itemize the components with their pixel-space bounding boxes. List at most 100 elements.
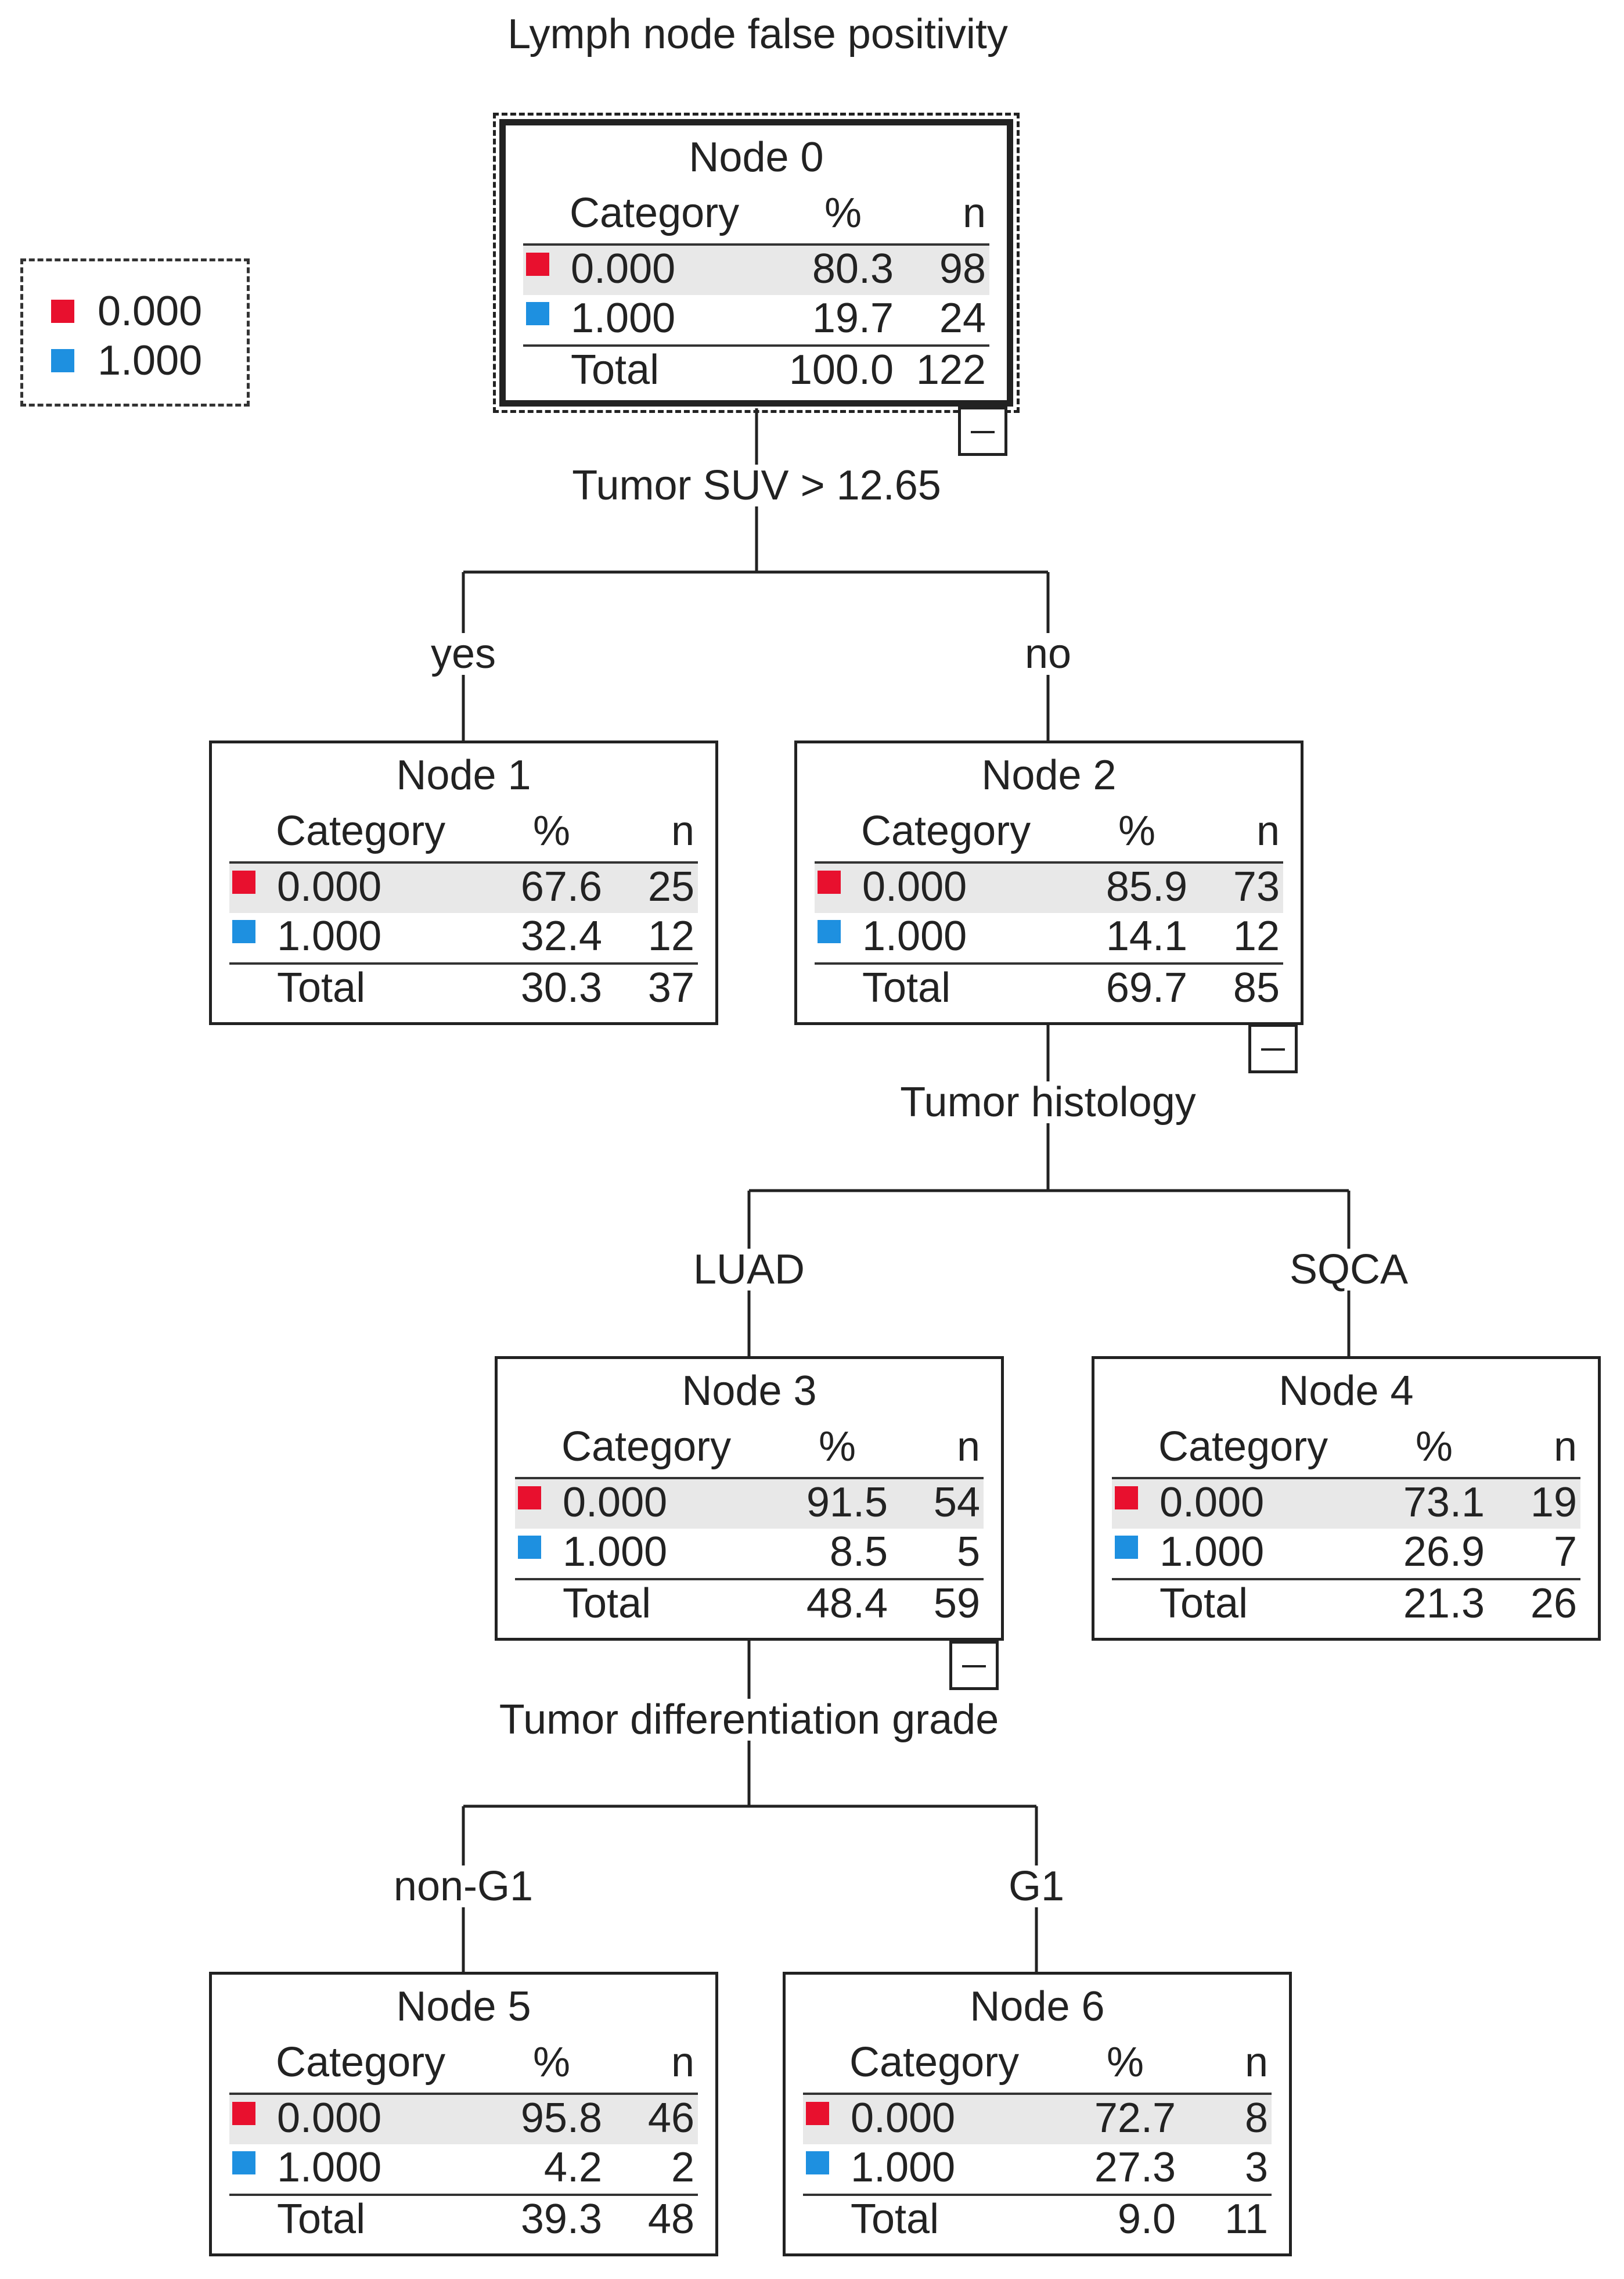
- row-category: 1.000: [277, 913, 382, 959]
- row-percent: 19.7: [812, 295, 894, 342]
- legend-label-1: 1.000: [98, 337, 203, 384]
- header-percent: %: [818, 1424, 856, 1470]
- row-n: 8: [1244, 2095, 1268, 2141]
- node-row-0: 0.000 85.9 73: [815, 864, 1283, 913]
- total-label: Total: [851, 2196, 939, 2242]
- category-swatch: [518, 1486, 541, 1509]
- category-swatch: [526, 302, 549, 325]
- row-percent: 73.1: [1403, 1479, 1485, 1526]
- row-n: 3: [1244, 2144, 1268, 2191]
- row-category: 1.000: [1160, 1529, 1265, 1575]
- legend-label-0: 0.000: [98, 288, 203, 335]
- collapse-node-3-button[interactable]: [949, 1641, 999, 1690]
- tree-node-0[interactable]: Node 0 Category % n 0.000 80.3 98 1.000 …: [493, 113, 1020, 413]
- header-percent: %: [532, 2039, 570, 2086]
- category-swatch: [818, 871, 841, 894]
- node-table-header: Category % n: [803, 2036, 1272, 2095]
- connector-node3-split: [462, 1641, 1038, 1972]
- row-percent: 26.9: [1403, 1529, 1485, 1575]
- header-category: Category: [276, 2039, 446, 2086]
- node-total-row: Total 48.4 59: [515, 1580, 984, 1630]
- row-category: 1.000: [862, 913, 967, 959]
- header-category: Category: [570, 190, 740, 236]
- total-percent: 39.3: [520, 2196, 602, 2242]
- branch-label-non-g1: non-G1: [388, 1865, 538, 1907]
- branch-label-sqca: SQCA: [1284, 1249, 1413, 1291]
- tree-node-6[interactable]: Node 6 Category % n 0.000 72.7 8 1.000 2…: [783, 1972, 1292, 2256]
- row-n: 12: [647, 913, 694, 959]
- node-title: Node 6: [970, 1983, 1105, 2030]
- legend-item-0: 0.000: [51, 287, 202, 335]
- node-total-row: Total 39.3 48: [229, 2196, 698, 2245]
- node-table: Category % n 0.000 85.9 73 1.000 14.1 12…: [815, 804, 1283, 1014]
- split-variable-1: Tumor histology: [895, 1081, 1201, 1123]
- node-table: Category % n 0.000 91.5 54 1.000 8.5 5 T…: [515, 1420, 984, 1630]
- collapse-node-0-button[interactable]: [958, 407, 1007, 456]
- node-table-header: Category % n: [523, 186, 989, 246]
- node-row-1: 1.000 4.2 2: [229, 2144, 698, 2196]
- header-percent: %: [1415, 1424, 1453, 1470]
- connector-node2-split: [747, 1024, 1351, 1356]
- tree-node-1[interactable]: Node 1 Category % n 0.000 67.6 25 1.000 …: [209, 741, 718, 1025]
- tree-node-5[interactable]: Node 5 Category % n 0.000 95.8 46 1.000 …: [209, 1972, 718, 2256]
- header-n: n: [1256, 808, 1280, 854]
- row-category: 0.000: [1160, 1479, 1265, 1526]
- selection-frame: [493, 113, 1020, 413]
- node-title: Node 4: [1279, 1368, 1414, 1414]
- total-label: Total: [571, 347, 660, 393]
- tree-node-4[interactable]: Node 4 Category % n 0.000 73.1 19 1.000 …: [1092, 1356, 1601, 1641]
- node-total-row: Total 9.0 11: [803, 2196, 1272, 2245]
- node-row-0: 0.000 67.6 25: [229, 864, 698, 913]
- row-category: 0.000: [277, 864, 382, 910]
- category-swatch: [526, 253, 549, 276]
- category-swatch: [1115, 1536, 1138, 1559]
- node-row-1: 1.000 19.7 24: [523, 295, 989, 347]
- category-swatch: [806, 2102, 829, 2125]
- row-n: 98: [939, 246, 986, 292]
- header-n: n: [671, 808, 694, 854]
- header-n: n: [1244, 2039, 1268, 2086]
- node-table: Category % n 0.000 72.7 8 1.000 27.3 3 T…: [803, 2036, 1272, 2245]
- row-percent: 85.9: [1106, 864, 1187, 910]
- row-percent: 80.3: [812, 246, 894, 292]
- row-percent: 14.1: [1106, 913, 1187, 959]
- node-table-header: Category % n: [1112, 1420, 1580, 1479]
- node-total-row: Total 100.0 122: [523, 347, 989, 396]
- legend-swatch-1: [51, 349, 74, 372]
- collapse-node-2-button[interactable]: [1248, 1024, 1298, 1073]
- tree-node-2[interactable]: Node 2 Category % n 0.000 85.9 73 1.000 …: [794, 741, 1303, 1025]
- node-row-1: 1.000 32.4 12: [229, 913, 698, 965]
- header-category: Category: [849, 2039, 1020, 2086]
- node-table: Category % n 0.000 67.6 25 1.000 32.4 12…: [229, 804, 698, 1014]
- connector-node0-split: [462, 408, 1050, 741]
- total-n: 122: [916, 347, 986, 393]
- node-row-0: 0.000 72.7 8: [803, 2095, 1272, 2144]
- node-table-header: Category % n: [515, 1420, 984, 1479]
- total-n: 59: [933, 1580, 980, 1627]
- node-table-header: Category % n: [815, 804, 1283, 864]
- branch-label-g1: G1: [1003, 1865, 1070, 1907]
- row-percent: 72.7: [1094, 2095, 1176, 2141]
- total-n: 48: [647, 2196, 694, 2242]
- total-percent: 69.7: [1106, 965, 1187, 1011]
- row-category: 1.000: [851, 2144, 956, 2191]
- branch-label-no: no: [1020, 633, 1076, 675]
- row-n: 12: [1233, 913, 1280, 959]
- node-table: Category % n 0.000 80.3 98 1.000 19.7 24…: [523, 186, 989, 396]
- node-title: Node 0: [689, 134, 824, 181]
- row-percent: 32.4: [520, 913, 602, 959]
- row-n: 5: [956, 1529, 980, 1575]
- category-swatch: [232, 2102, 255, 2125]
- node-title: Node 5: [396, 1983, 531, 2030]
- node-title: Node 2: [981, 752, 1117, 799]
- header-n: n: [1553, 1424, 1577, 1470]
- tree-node-3[interactable]: Node 3 Category % n 0.000 91.5 54 1.000 …: [495, 1356, 1004, 1641]
- header-n: n: [962, 190, 986, 236]
- total-n: 11: [1225, 2196, 1268, 2242]
- total-percent: 21.3: [1403, 1580, 1485, 1627]
- row-n: 19: [1530, 1479, 1577, 1526]
- row-category: 0.000: [563, 1479, 668, 1526]
- node-table: Category % n 0.000 73.1 19 1.000 26.9 7 …: [1112, 1420, 1580, 1630]
- row-percent: 4.2: [543, 2144, 602, 2191]
- category-swatch: [232, 2151, 255, 2174]
